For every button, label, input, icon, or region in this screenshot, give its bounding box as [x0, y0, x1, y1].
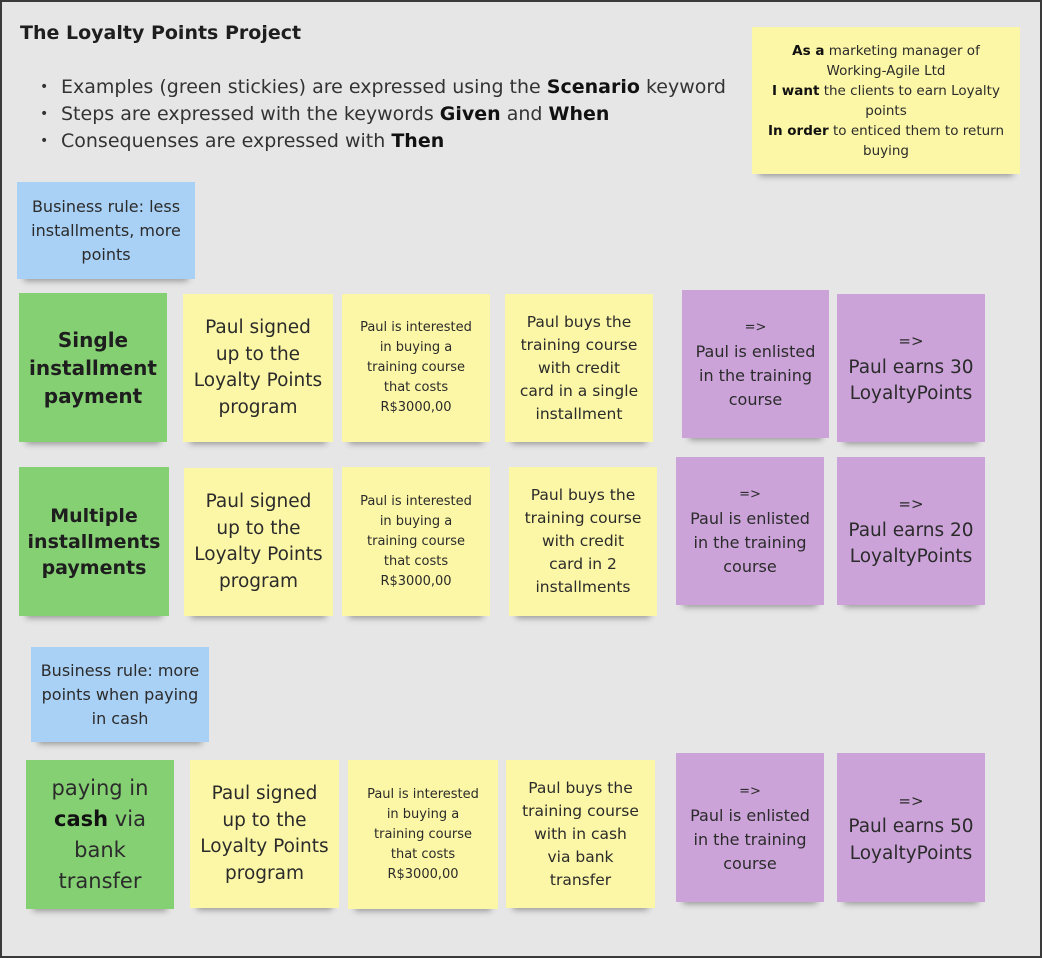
scenario-sticky[interactable]: Single installment payment	[19, 293, 167, 442]
instruction-item: Examples (green stickies) are expressed …	[40, 74, 726, 101]
then-sticky[interactable]: => Paul earns 30 LoyaltyPoints	[837, 294, 985, 442]
when-sticky[interactable]: Paul buys the training course with credi…	[505, 294, 653, 442]
business-rule-sticky[interactable]: Business rule: less installments, more p…	[17, 182, 195, 279]
then-sticky[interactable]: => Paul is enlisted in the training cour…	[682, 290, 829, 438]
then-sticky[interactable]: => Paul earns 20 LoyaltyPoints	[837, 457, 985, 605]
then-sticky[interactable]: => Paul is enlisted in the training cour…	[676, 457, 824, 605]
given-sticky[interactable]: Paul is interested in buying a training …	[342, 467, 490, 616]
business-rule-sticky[interactable]: Business rule: more points when paying i…	[31, 647, 209, 742]
given-sticky[interactable]: Paul signed up to the Loyalty Points pro…	[190, 760, 339, 908]
instruction-item: Consequenses are expressed with Then	[40, 128, 726, 155]
given-sticky[interactable]: Paul signed up to the Loyalty Points pro…	[184, 468, 333, 616]
then-sticky[interactable]: => Paul earns 50 LoyaltyPoints	[837, 753, 985, 902]
user-story-sticky[interactable]: As a marketing manager of Working-Agile …	[752, 27, 1020, 174]
given-sticky[interactable]: Paul signed up to the Loyalty Points pro…	[183, 294, 333, 442]
given-sticky[interactable]: Paul is interested in buying a training …	[342, 294, 490, 442]
instruction-item: Steps are expressed with the keywords Gi…	[40, 101, 726, 128]
when-sticky[interactable]: Paul buys the training course with credi…	[509, 467, 657, 616]
instructions-list: Examples (green stickies) are expressed …	[40, 74, 726, 155]
scenario-sticky[interactable]: Multiple installments payments	[19, 467, 169, 616]
when-sticky[interactable]: Paul buys the training course with in ca…	[506, 760, 655, 908]
board-title: The Loyalty Points Project	[20, 22, 302, 44]
given-sticky[interactable]: Paul is interested in buying a training …	[348, 760, 498, 909]
scenario-sticky[interactable]: paying in cash via bank transfer	[26, 760, 174, 909]
then-sticky[interactable]: => Paul is enlisted in the training cour…	[676, 753, 824, 902]
